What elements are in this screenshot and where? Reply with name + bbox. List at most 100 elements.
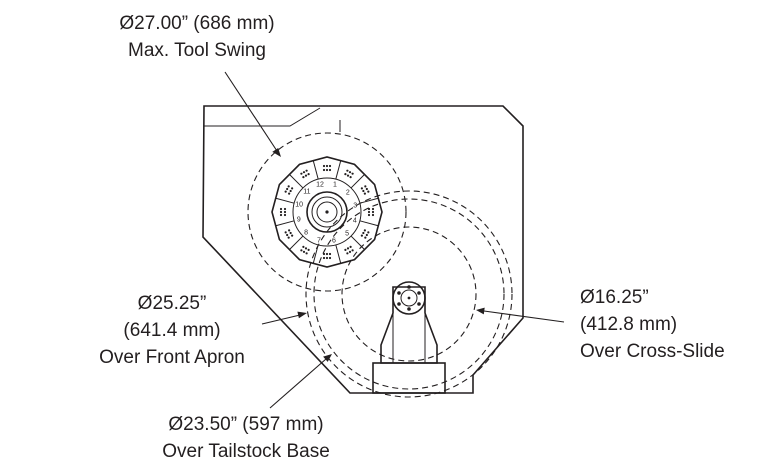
quill-bolt	[397, 291, 401, 295]
cross-slide-leader	[483, 310, 565, 323]
turret-station: 1	[322, 164, 337, 189]
tool-holder-dot	[328, 252, 332, 256]
turret-dodecagon	[271, 156, 383, 268]
turret-spoke	[289, 174, 304, 189]
tool-holder-dot	[364, 185, 367, 188]
tool-holder-dot	[322, 168, 326, 172]
tool-holder-dot	[283, 210, 287, 214]
quill-bolt	[407, 307, 411, 311]
tool-holder-dot	[371, 207, 375, 211]
tool-holder-dot	[367, 231, 370, 234]
tool-holder-dot	[365, 187, 368, 191]
tailstock-quill-ring	[400, 289, 418, 307]
tool-holder-dot	[328, 164, 332, 168]
turret-spoke	[359, 197, 379, 204]
quill-bolt	[397, 302, 401, 306]
turret-spoke	[289, 235, 304, 250]
tool-holder-dot	[288, 229, 291, 232]
turret-station: 7	[317, 237, 332, 260]
tool-holder-dot	[286, 187, 289, 191]
turret-spoke	[275, 197, 295, 204]
tool-holder-dot	[363, 229, 366, 232]
tool-holder-dot	[363, 192, 366, 195]
tool-holder-dot	[279, 207, 283, 211]
tool-holder-dot	[302, 245, 305, 248]
tool-holder-dot	[364, 236, 367, 239]
turret-inner-ring	[292, 177, 362, 247]
tool-holder-dot	[325, 168, 329, 172]
tailstock-base-circle	[313, 198, 505, 390]
tool-holder-dot	[284, 231, 287, 234]
tool-holder-dot	[328, 256, 332, 260]
tool-holder-dot	[362, 189, 365, 193]
tool-swing-diameter: Ø27.00” (686 mm)	[119, 13, 274, 34]
quill-bolt	[417, 302, 421, 306]
tailstock-assembly	[372, 281, 446, 394]
tailstock-base-diameter: Ø23.50” (597 mm)	[168, 414, 323, 435]
station-number: 8	[304, 230, 308, 237]
tool-holder-dot	[322, 164, 326, 168]
tool-holder-dot	[346, 247, 350, 250]
turret-spoke	[335, 244, 342, 264]
cross-slide-circle	[341, 226, 477, 362]
machine-body	[202, 105, 524, 394]
tool-holder-dot	[287, 185, 290, 188]
tool-holder-dot	[307, 248, 310, 251]
tool-holder-dot	[325, 252, 329, 256]
turret-station: 2	[344, 169, 354, 196]
tool-holder-dot	[307, 173, 310, 176]
tool-holder-dot	[351, 172, 354, 175]
station-number: 6	[332, 238, 336, 245]
tool-holder-dot	[283, 207, 287, 211]
tool-holder-dot	[322, 252, 326, 256]
top-inner-step	[204, 107, 321, 127]
tool-holder-dot	[346, 174, 350, 177]
cross-slide-caption: Over Cross-Slide	[580, 341, 725, 362]
tool-holder-dot	[283, 213, 287, 217]
tool-holder-dot	[302, 250, 306, 253]
tool-holder-dot	[371, 213, 375, 217]
cross-slide-arrowhead	[476, 307, 485, 315]
tool-holder-dot	[304, 174, 308, 177]
station-number: 11	[303, 189, 310, 196]
tool-holder-dot	[286, 233, 289, 237]
tool-holder-dot	[328, 168, 332, 172]
tool-holder-dot	[344, 173, 347, 176]
tool-holder-dot	[367, 210, 371, 214]
front-apron-leader	[261, 314, 301, 325]
turret-spoke	[312, 244, 319, 264]
tool-swing-arrowhead	[272, 148, 281, 157]
quill-bolt	[417, 291, 421, 295]
turret-station: 10	[279, 201, 303, 217]
tool-holder-dot	[325, 256, 329, 260]
turret-hub-mid	[311, 196, 343, 228]
leader-lines	[224, 71, 565, 409]
turret-spoke	[312, 160, 319, 180]
tool-holder-dot	[346, 169, 349, 172]
turret-station: 4	[353, 207, 375, 225]
tool-holder-dot	[360, 187, 363, 190]
tool-holder-dot	[348, 171, 352, 174]
station-number: 7	[317, 237, 321, 244]
turret-station: 12	[300, 169, 324, 188]
station-number: 10	[295, 201, 303, 208]
tool-holder-dot	[287, 236, 290, 239]
tailstock-quill-outer	[392, 281, 426, 315]
tool-holder-dot	[346, 252, 349, 255]
tool-holder-dot	[288, 192, 291, 195]
turret-station: 11	[284, 185, 311, 196]
tool-holder-dot	[284, 190, 287, 193]
front-apron-arrowhead	[297, 311, 307, 319]
tool-holder-dot	[349, 245, 352, 248]
tailstock-base-arrowhead	[323, 354, 332, 362]
tool-holder-dot	[348, 250, 352, 253]
front-apron-metric: (641.4 mm)	[123, 320, 220, 341]
tool-holder-dot	[304, 247, 308, 250]
cross-slide-diameter: Ø16.25”	[580, 287, 649, 308]
tailstock-base-plate	[372, 362, 446, 394]
tool-holder-dot	[351, 249, 354, 252]
station-number: 1	[333, 182, 337, 189]
tool-holder-dot	[289, 231, 292, 235]
tool-holder-dot	[362, 231, 365, 235]
